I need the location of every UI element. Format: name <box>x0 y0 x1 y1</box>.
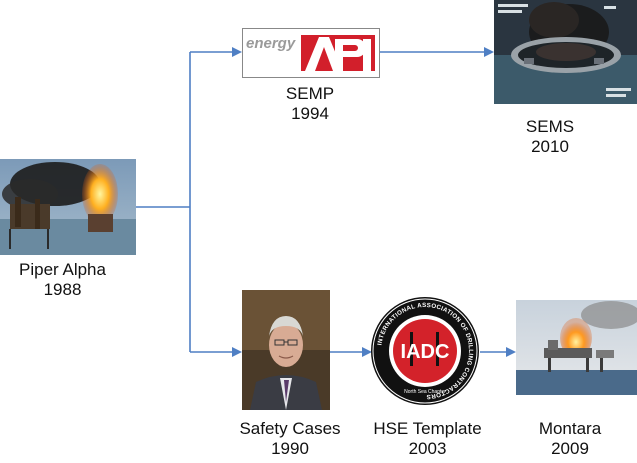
safety-cases-portrait <box>242 290 330 410</box>
iadc-seal-logo: INTERNATIONAL ASSOCIATION OF DRILLING CO… <box>370 296 480 406</box>
semp-label: SEMP <box>285 84 335 103</box>
montara-image <box>516 300 637 395</box>
sems-caption: SEMS 2010 <box>500 117 600 157</box>
montara-label: Montara <box>538 419 602 438</box>
sems-label: SEMS <box>525 117 575 136</box>
piper-alpha-year: 1988 <box>43 280 82 299</box>
piper-alpha-label: Piper Alpha <box>19 260 106 279</box>
hse-template-caption: HSE Template 2003 <box>370 419 485 459</box>
semp-caption: SEMP 1994 <box>245 84 375 124</box>
montara-year: 2009 <box>551 439 589 458</box>
api-logo-energy-text: energy <box>246 35 296 52</box>
piper-alpha-caption: Piper Alpha 1988 <box>0 260 125 300</box>
iadc-seal-center-text: IADC <box>401 341 450 363</box>
hse-template-year: 2003 <box>408 439 447 458</box>
semp-year: 1994 <box>291 104 329 123</box>
hse-template-label: HSE Template <box>373 419 482 438</box>
montara-caption: Montara 2009 <box>525 419 615 459</box>
piper-alpha-image <box>0 159 136 255</box>
safety-cases-caption: Safety Cases 1990 <box>225 419 355 459</box>
safety-cases-label: Safety Cases <box>239 419 341 438</box>
sems-image <box>494 0 637 104</box>
iadc-seal-sub-text: North Sea Chapter <box>404 389 446 395</box>
safety-cases-year: 1990 <box>271 439 309 458</box>
sems-year: 2010 <box>531 137 569 156</box>
api-energy-logo: energy <box>242 28 380 78</box>
